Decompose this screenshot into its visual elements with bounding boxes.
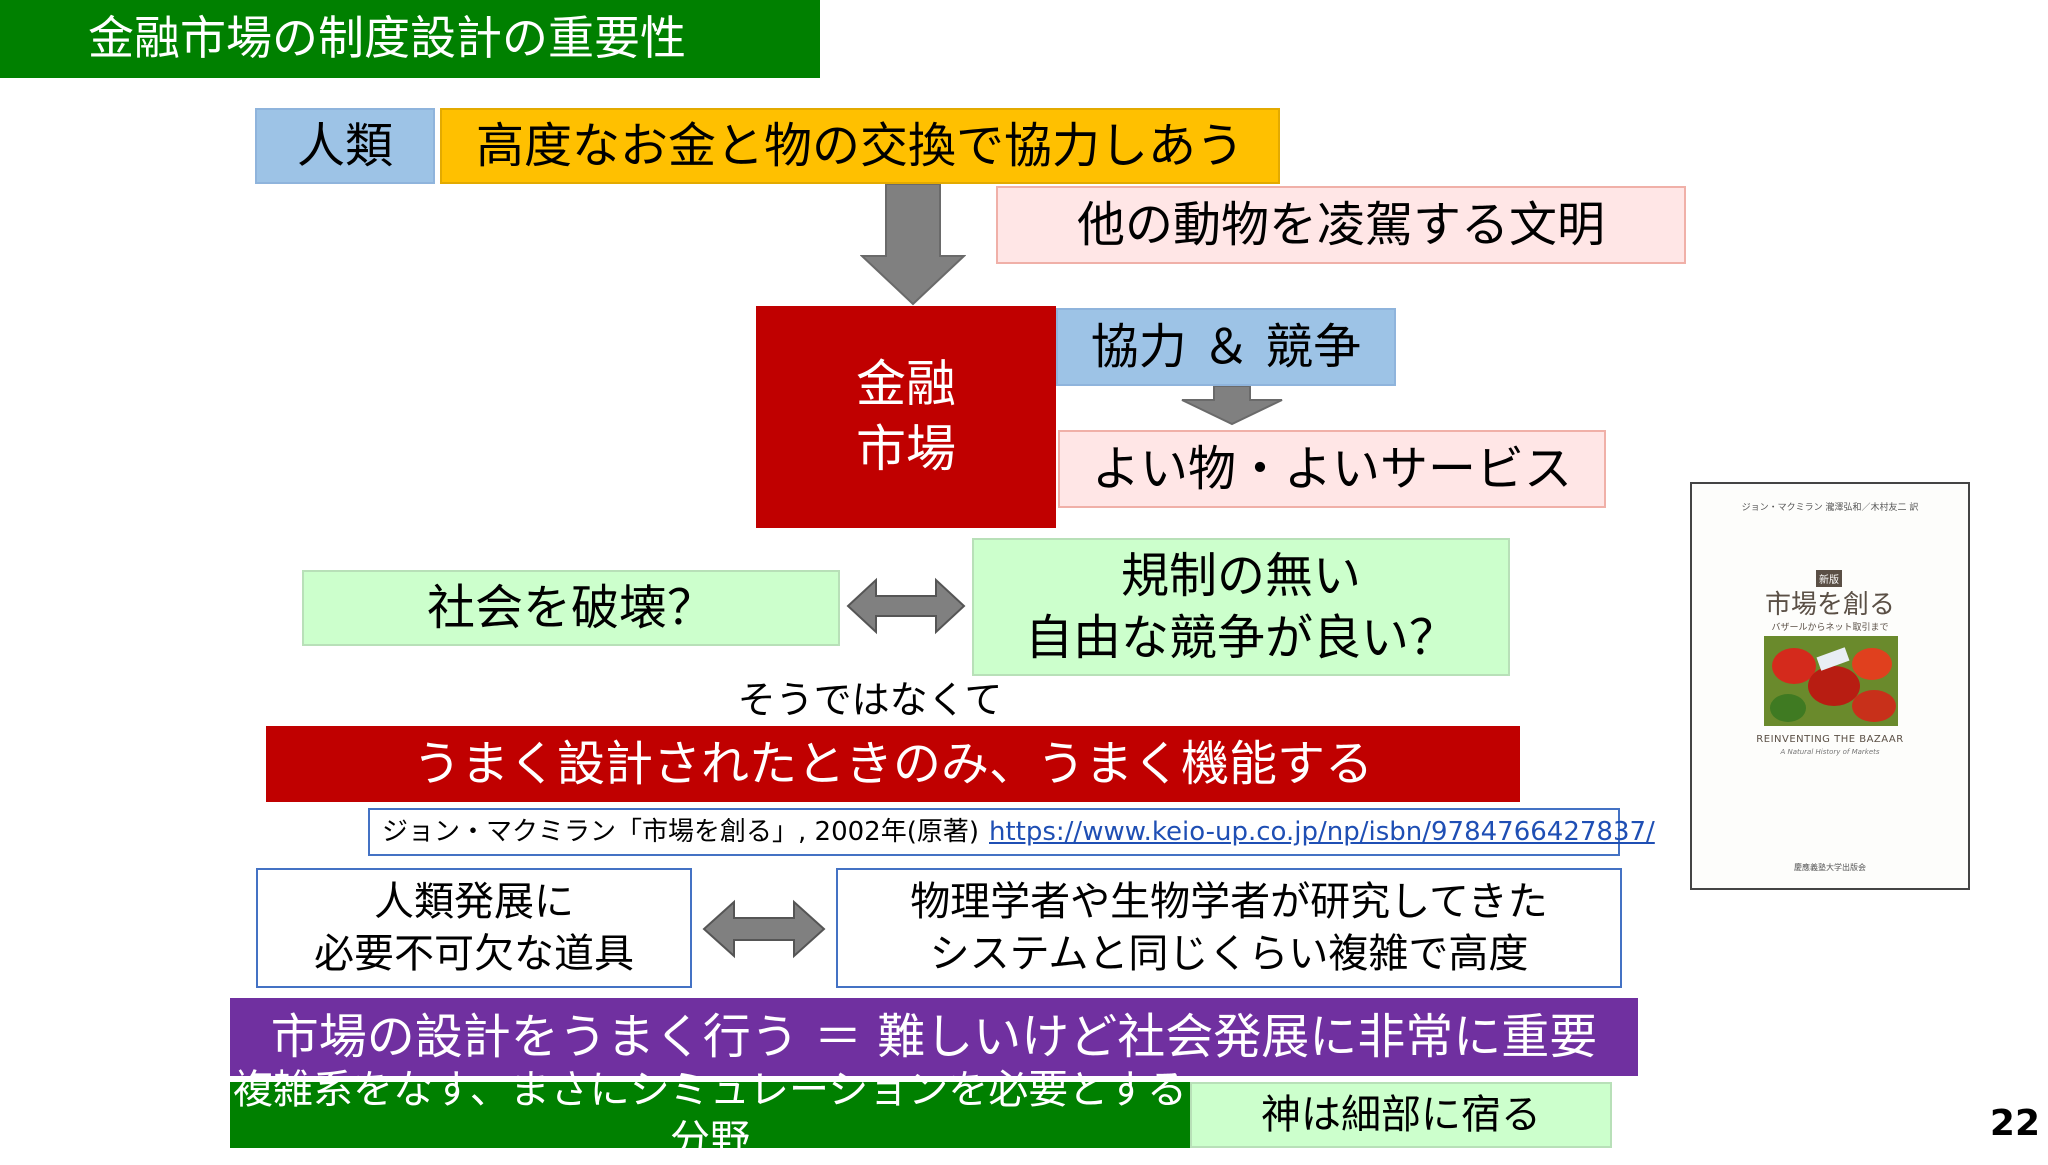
book-title: 市場を創る — [1764, 590, 1895, 620]
god-in-details-box: 神は細部に宿る — [1190, 1082, 1612, 1148]
tool-line2: 必要不可欠な道具 — [314, 931, 634, 977]
book-publisher: 慶應義塾大学出版会 — [1794, 863, 1866, 872]
humankind-box: 人類 — [255, 108, 435, 184]
market-design-bar: 市場の設計をうまく行う ＝ 難しいけど社会発展に非常に重要 — [230, 998, 1638, 1076]
destroy-society-box: 社会を破壊？ — [302, 570, 840, 646]
book-edition: 新版 — [1816, 570, 1842, 587]
book-en-subtitle: A Natural History of Markets — [1780, 748, 1880, 756]
cooperation-competition-box: 協力 ＆ 競争 — [1056, 308, 1396, 386]
book-author: ジョン・マクミラン 瀧澤弘和／木村友二 訳 — [1741, 503, 1919, 513]
civilization-box: 他の動物を凌駕する文明 — [996, 186, 1686, 264]
book-cover: ジョン・マクミラン 瀧澤弘和／木村友二 訳 新版 市場を創る バザールからネット… — [1690, 482, 1970, 890]
financial-market-line2: 市場 — [856, 420, 956, 478]
reference-text: ジョン・マクミラン「市場を創る」, 2002年(原著) — [382, 816, 979, 847]
exchange-box: 高度なお金と物の交換で協力しあう — [440, 108, 1280, 184]
financial-market-line1: 金融 — [856, 355, 956, 413]
not-so-text: そうではなくて — [737, 678, 1003, 723]
free-competition-box: 規制の無い 自由な競争が良い？ — [972, 538, 1510, 676]
complexity-box: 物理学者や生物学者が研究してきた システムと同じくらい複雑で高度 — [836, 868, 1622, 988]
book-translators: 瀧澤弘和／木村友二 訳 — [1825, 503, 1919, 513]
page-number: 22 — [1989, 1102, 2040, 1144]
book-en-title: REINVENTING THE BAZAAR — [1756, 734, 1904, 745]
tool-line1: 人類発展に — [374, 879, 574, 925]
double-arrow-icon — [846, 577, 966, 635]
book-vegetables-image — [1764, 636, 1898, 726]
reference-link[interactable]: https://www.keio-up.co.jp/np/isbn/978476… — [989, 816, 1655, 847]
book-subtitle: バザールからネット取引まで — [1771, 623, 1889, 633]
complexity-line2: システムと同じくらい複雑で高度 — [929, 931, 1529, 977]
reference-box: ジョン・マクミラン「市場を創る」, 2002年(原著) https://www.… — [368, 808, 1655, 856]
down-arrow-small — [1181, 386, 1283, 426]
complexity-line1: 物理学者や生物学者が研究してきた — [910, 879, 1548, 925]
simulation-bar: 複雑系をなす、まさにシミュレーションを必要とする分野 — [230, 1067, 1190, 1163]
double-arrow-icon-2 — [702, 899, 826, 959]
tool-box: 人類発展に 必要不可欠な道具 — [256, 868, 692, 988]
free-competition-line1: 規制の無い — [1120, 547, 1361, 604]
down-arrow-large — [860, 184, 966, 306]
works-when-designed-bar: うまく設計されたときのみ、うまく機能する — [266, 726, 1520, 802]
financial-market-box: 金融 市場 — [756, 306, 1056, 528]
free-competition-line2: 自由な競争が良い？ — [1024, 610, 1457, 666]
slide-title: 金融市場の制度設計の重要性 — [0, 0, 820, 78]
good-goods-box: よい物・よいサービス — [1058, 430, 1606, 508]
